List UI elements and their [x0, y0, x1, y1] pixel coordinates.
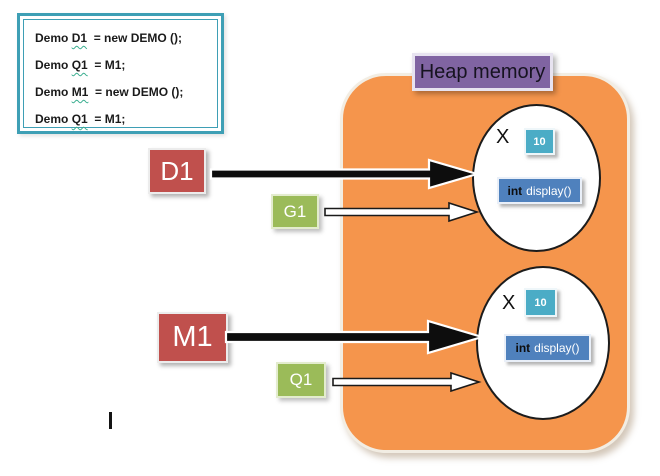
code-line-1: Demo D1 = new DEMO ();	[35, 29, 217, 56]
heap-object-1: X 10 int display()	[472, 104, 601, 252]
code-box: Demo D1 = new DEMO (); Demo Q1 = M1; Dem…	[17, 13, 224, 134]
g1-reference-arrow	[324, 201, 480, 223]
d1-reference-arrow	[209, 158, 481, 190]
reference-box-d1: D1	[148, 148, 206, 194]
field-value-label: 10	[533, 135, 546, 148]
code-keyword: Demo	[35, 31, 72, 45]
text-cursor	[109, 412, 112, 429]
code-line-4: Demo Q1 = M1;	[35, 110, 217, 137]
method-name: display()	[534, 341, 580, 355]
code-keyword: Demo	[35, 58, 72, 72]
method-return-type: int	[507, 183, 523, 198]
reference-label: Q1	[289, 370, 313, 389]
code-box-inner: Demo D1 = new DEMO (); Demo Q1 = M1; Dem…	[23, 19, 218, 128]
m1-reference-arrow	[224, 319, 486, 355]
code-expression: = M1;	[87, 112, 126, 126]
code-keyword: Demo	[35, 85, 72, 99]
reference-box-g1: G1	[271, 194, 319, 229]
reference-box-m1: M1	[157, 312, 228, 363]
code-variable: M1	[71, 85, 89, 99]
method-box: int display()	[497, 177, 582, 204]
code-line-2: Demo Q1 = M1;	[35, 56, 217, 83]
reference-box-q1: Q1	[276, 362, 326, 398]
code-variable: Q1	[71, 58, 88, 72]
field-value-box: 10	[524, 128, 555, 155]
method-name: display()	[526, 183, 572, 198]
reference-label: M1	[172, 321, 213, 353]
method-return-type: int	[515, 341, 531, 355]
method-box: int display()	[504, 334, 591, 362]
code-line-3: Demo M1 = new DEMO ();	[35, 83, 217, 110]
field-name-label: X	[502, 292, 516, 314]
field-name-label: X	[496, 126, 510, 148]
field-value-label: 10	[534, 296, 547, 309]
code-expression: = new DEMO ();	[87, 31, 183, 45]
reference-label: D1	[160, 155, 194, 186]
heap-memory-title: Heap memory	[412, 53, 553, 91]
heap-memory-title-label: Heap memory	[419, 60, 546, 83]
code-variable: D1	[71, 31, 88, 45]
q1-reference-arrow	[332, 371, 482, 393]
code-expression: = M1;	[87, 58, 126, 72]
code-expression: = new DEMO ();	[88, 85, 184, 99]
code-variable: Q1	[71, 112, 88, 126]
field-value-box: 10	[524, 288, 557, 317]
code-keyword: Demo	[35, 112, 72, 126]
heap-object-2: X 10 int display()	[476, 266, 610, 420]
reference-label: G1	[283, 201, 307, 221]
